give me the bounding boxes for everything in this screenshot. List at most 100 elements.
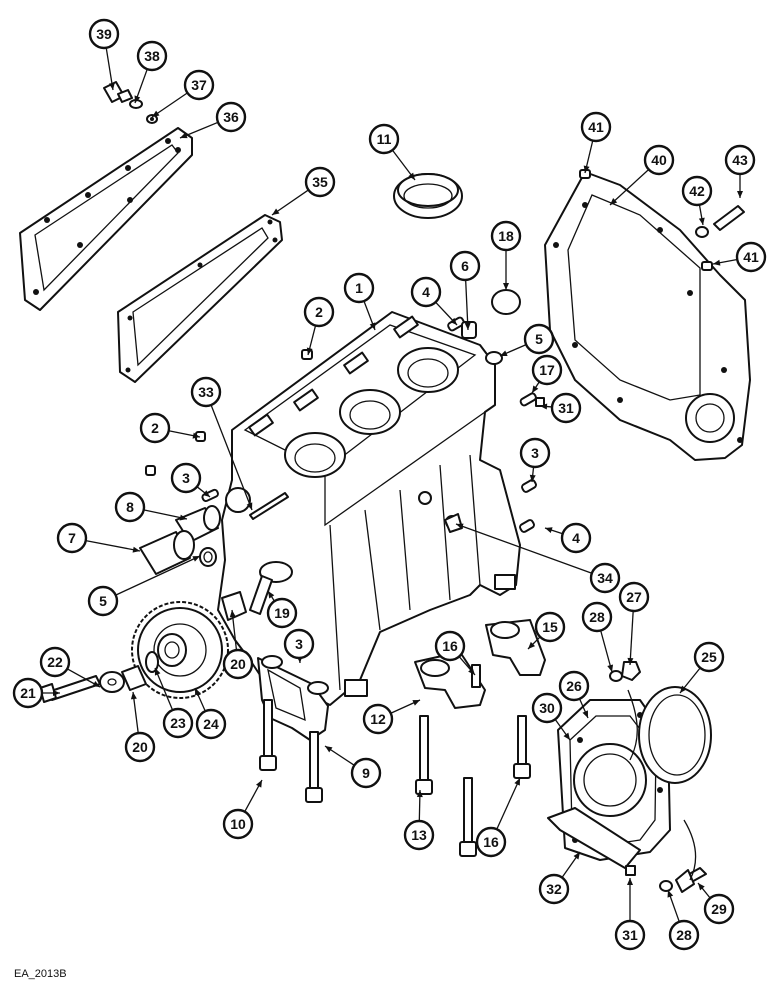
- callout-19: 19: [266, 597, 298, 629]
- leader-arrowhead-17: [532, 385, 539, 393]
- callout-number: 2: [151, 420, 159, 436]
- main-cap-bolts: [415, 715, 531, 857]
- callout-number: 24: [203, 716, 219, 732]
- callout-3: 3: [283, 628, 315, 660]
- callout-circle: [368, 123, 400, 155]
- leader-line-34: [455, 523, 593, 574]
- parts-drawing: [19, 81, 751, 893]
- leader-arrowhead-6: [464, 322, 471, 330]
- leader-arrowhead-38: [134, 95, 141, 103]
- leader-line-27: [629, 610, 634, 666]
- callout-circle: [434, 630, 466, 662]
- callout-circle: [283, 628, 315, 660]
- callout-circle: [735, 241, 767, 273]
- leader-arrowhead-7: [132, 546, 140, 553]
- callout-41: 41: [580, 111, 612, 143]
- leader-arrowhead-2: [192, 432, 200, 439]
- leader-arrowhead-35: [272, 208, 280, 215]
- callout-circle: [304, 166, 336, 198]
- callout-circle: [519, 437, 551, 469]
- callout-31: 31: [614, 919, 646, 951]
- leader-arrowhead-18: [503, 283, 509, 290]
- leader-arrowhead-1: [369, 322, 376, 330]
- callout-circle: [12, 677, 44, 709]
- rear-oil-seal: [638, 686, 712, 784]
- callout-number: 4: [572, 530, 580, 546]
- leader-arrowhead-29: [698, 883, 705, 891]
- callout-circle: [703, 893, 735, 925]
- leader-line-35: [271, 189, 309, 216]
- callout-circle: [362, 703, 394, 735]
- callout-17: 17: [531, 354, 563, 386]
- callout-number: 8: [126, 499, 134, 515]
- callout-number: 1: [355, 280, 363, 296]
- callout-circle: [56, 522, 88, 554]
- callout-number: 32: [546, 881, 562, 897]
- cover-gasket: [117, 214, 283, 383]
- callout-16: 16: [475, 826, 507, 858]
- leader-line-5: [115, 555, 201, 596]
- callout-circle: [343, 272, 375, 304]
- leader-line-37: [151, 92, 188, 118]
- callout-circle: [88, 18, 120, 50]
- callout-circle: [303, 296, 335, 328]
- callout-30: 30: [531, 692, 563, 724]
- callout-28: 28: [668, 919, 700, 951]
- callout-41: 41: [735, 241, 767, 273]
- callout-number: 5: [99, 593, 107, 609]
- callout-circle: [681, 175, 713, 207]
- camshaft-bushings: [139, 505, 221, 575]
- callout-number: 41: [743, 249, 759, 265]
- callout-circle: [580, 111, 612, 143]
- leader-arrowhead-28: [667, 890, 674, 898]
- leader-arrowhead-20: [130, 692, 137, 700]
- callout-number: 22: [47, 654, 63, 670]
- callout-31: 31: [550, 392, 582, 424]
- callout-number: 6: [461, 258, 469, 274]
- leader-arrowhead-3: [529, 474, 536, 482]
- leader-arrowhead-16: [468, 667, 475, 675]
- callout-1: 1: [343, 272, 375, 304]
- callout-21: 21: [12, 677, 44, 709]
- callout-number: 9: [362, 765, 370, 781]
- callout-16: 16: [434, 630, 466, 662]
- leader-arrowhead-36: [180, 132, 188, 139]
- callout-43: 43: [724, 144, 756, 176]
- callout-number: 38: [144, 48, 160, 64]
- callout-number: 31: [558, 400, 574, 416]
- callout-10: 10: [222, 808, 254, 840]
- callout-circle: [531, 692, 563, 724]
- leader-arrowhead-8: [179, 514, 187, 521]
- leader-arrowhead-15: [528, 641, 536, 649]
- callout-circle: [490, 220, 522, 252]
- callout-circle: [190, 376, 222, 408]
- leader-arrowhead-11: [408, 172, 415, 180]
- callout-circle: [560, 522, 592, 554]
- callout-circle: [139, 412, 171, 444]
- callout-number: 17: [539, 362, 555, 378]
- leader-arrowhead-5: [500, 350, 508, 356]
- callout-circle: [222, 808, 254, 840]
- leader-arrowhead-25: [680, 685, 687, 693]
- callout-5: 5: [87, 585, 119, 617]
- callout-number: 19: [274, 605, 290, 621]
- leader-line-6: [465, 279, 469, 331]
- callout-9: 9: [350, 757, 382, 789]
- leader-arrowhead-16: [514, 778, 520, 786]
- callout-11: 11: [368, 123, 400, 155]
- callout-circle: [538, 873, 570, 905]
- callout-circle: [350, 757, 382, 789]
- leader-arrowhead-32: [573, 852, 580, 860]
- callout-38: 38: [136, 40, 168, 72]
- leader-line-16: [496, 777, 521, 830]
- seal-housing-nut-washer: [609, 661, 641, 682]
- seal-strip: [547, 807, 641, 869]
- callout-number: 16: [483, 834, 499, 850]
- callout-circle: [614, 919, 646, 951]
- callout-27: 27: [618, 581, 650, 613]
- leader-arrowhead-23: [154, 668, 161, 676]
- callout-number: 35: [312, 174, 328, 190]
- main-bearing-caps: [414, 619, 546, 709]
- callout-3: 3: [519, 437, 551, 469]
